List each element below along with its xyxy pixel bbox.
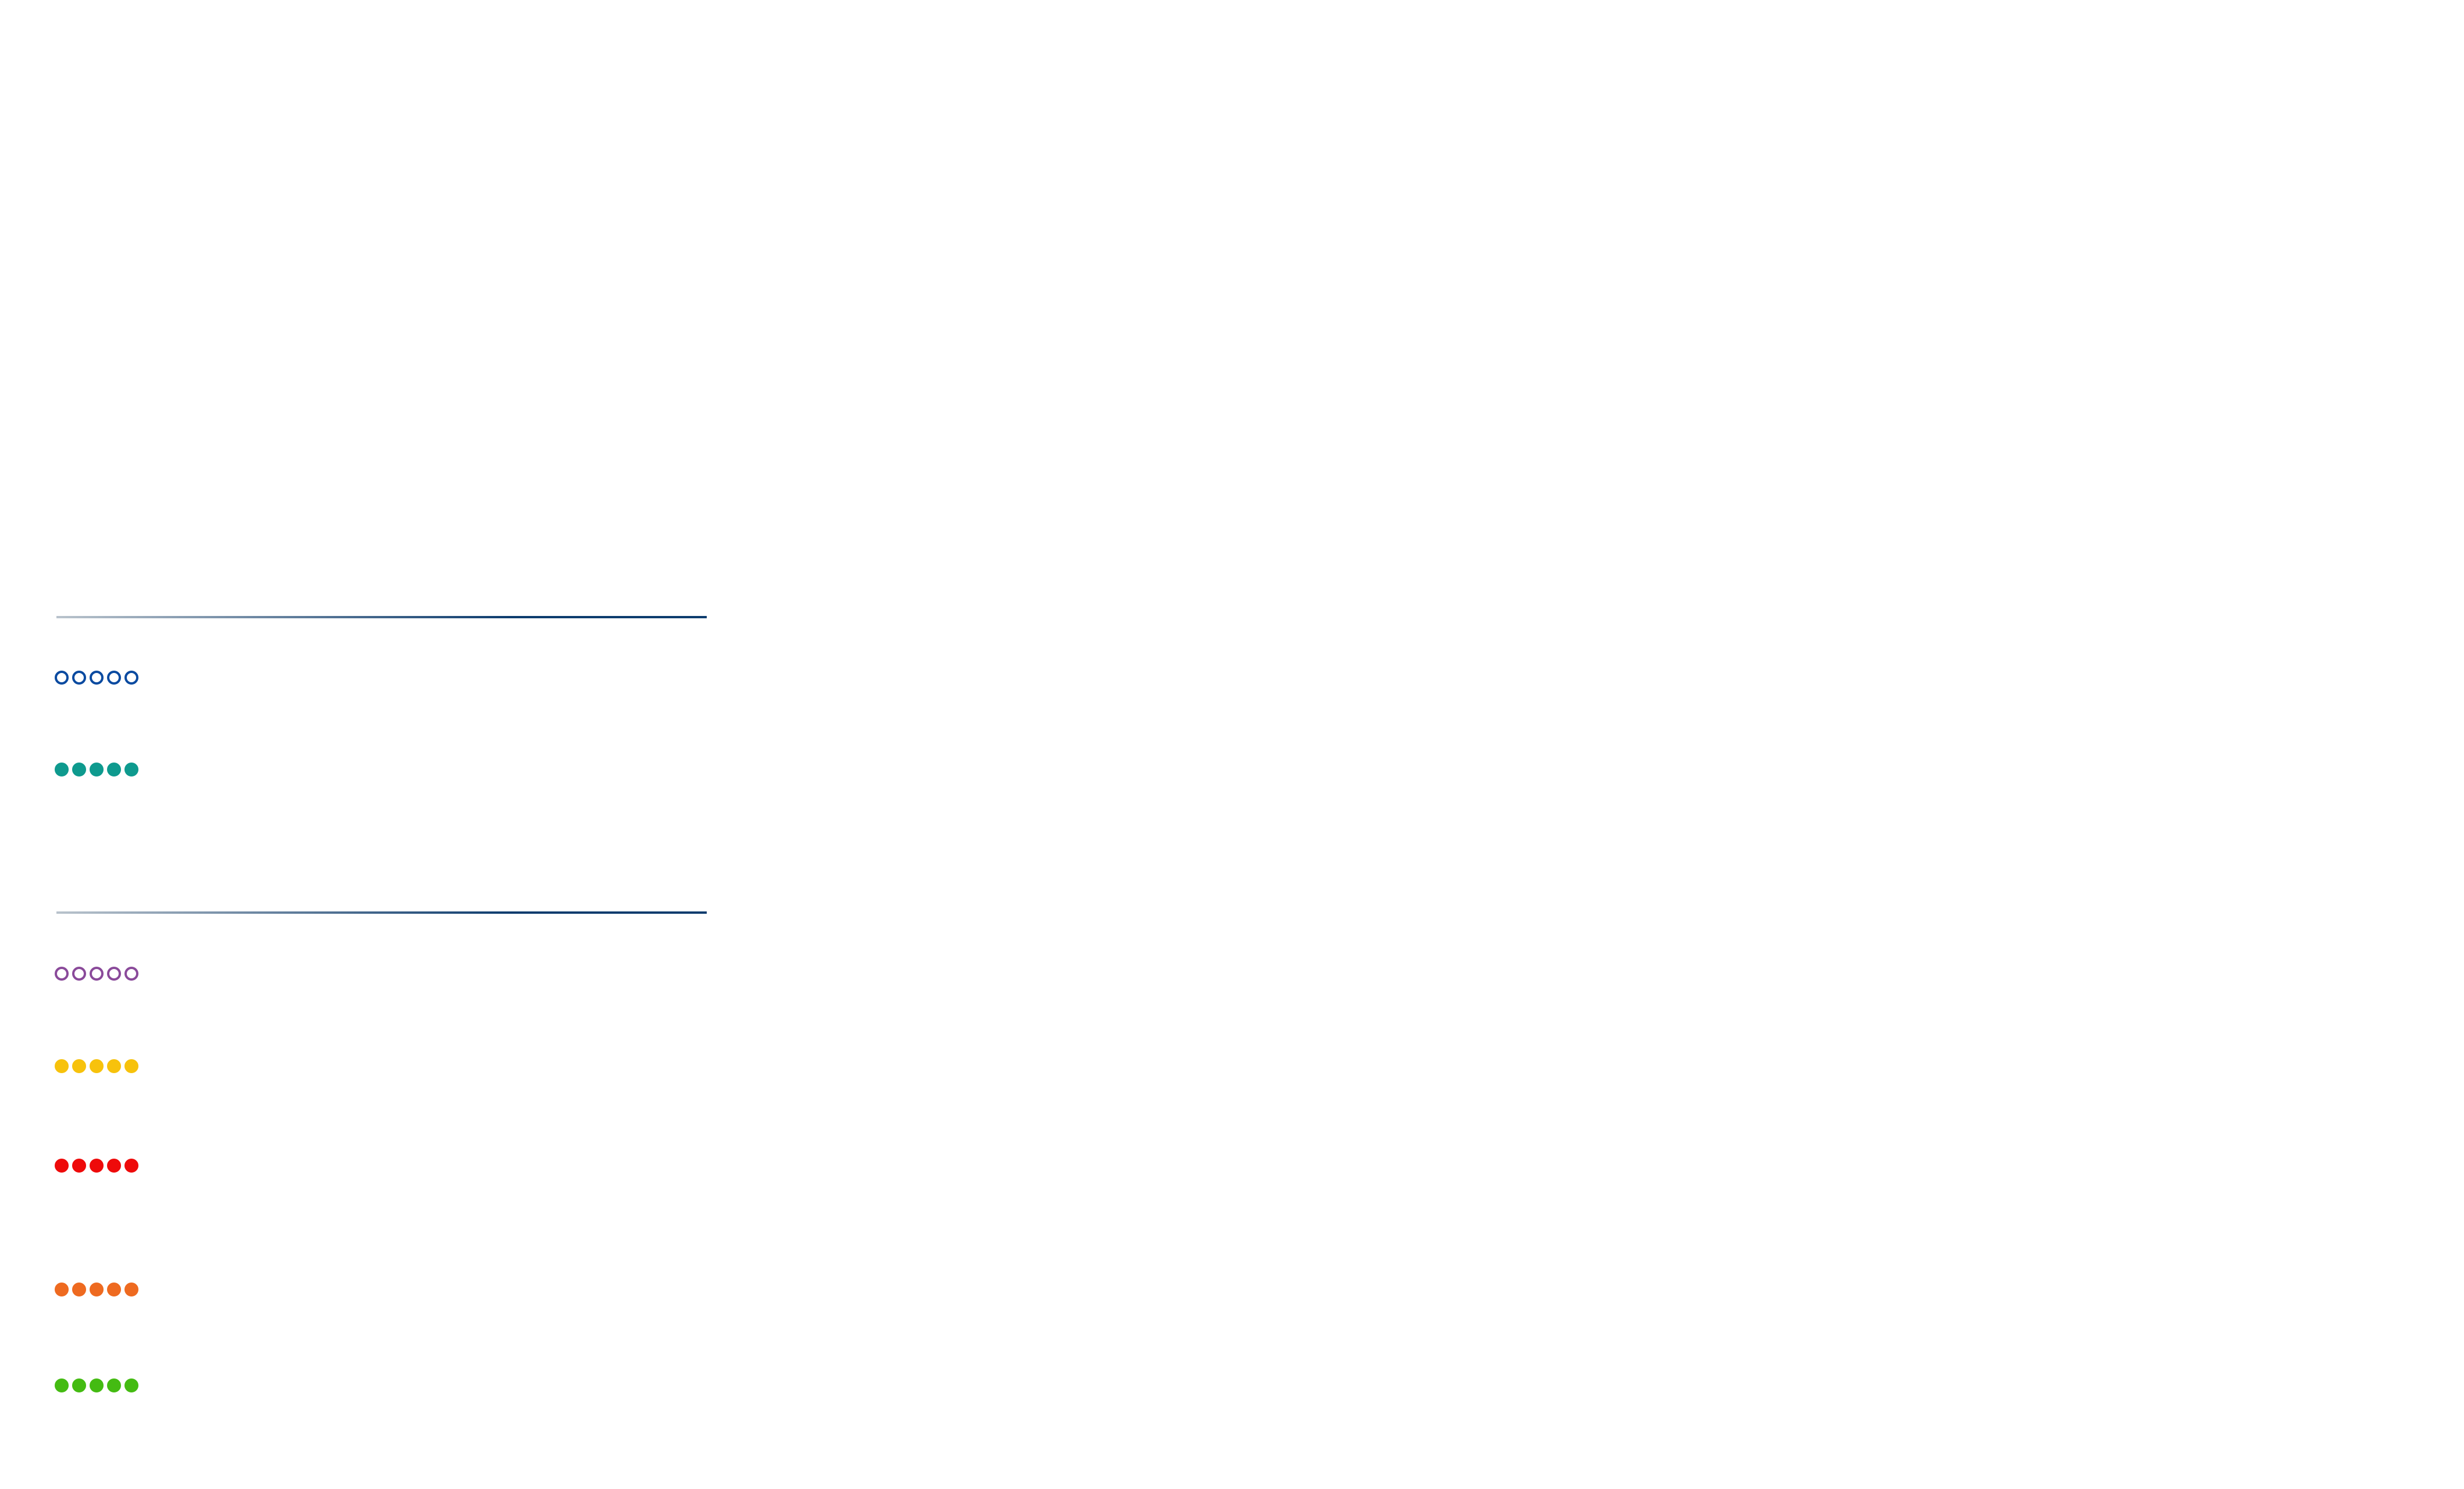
outlined-circle-icon xyxy=(124,671,138,685)
filled-circle-icon xyxy=(55,1059,69,1073)
outlined-circle-icon xyxy=(124,967,138,981)
circle-rating-row xyxy=(55,1281,138,1298)
filled-circle-icon xyxy=(90,1159,104,1173)
filled-circle-icon xyxy=(107,1283,121,1296)
outlined-circle-icon xyxy=(72,967,86,981)
filled-circle-icon xyxy=(72,1159,86,1173)
filled-circle-icon xyxy=(55,1159,69,1173)
filled-circle-icon xyxy=(90,763,104,776)
filled-circle-icon xyxy=(107,1059,121,1073)
outlined-circle-icon xyxy=(72,671,86,685)
filled-circle-icon xyxy=(107,763,121,776)
filled-circle-icon xyxy=(55,763,69,776)
filled-circle-icon xyxy=(90,1283,104,1296)
outlined-circle-icon xyxy=(90,967,104,981)
filled-circle-icon xyxy=(124,1283,138,1296)
circle-rating-row xyxy=(55,761,138,778)
filled-circle-icon xyxy=(90,1378,104,1392)
filled-circle-icon xyxy=(124,1059,138,1073)
outlined-circle-icon xyxy=(107,967,121,981)
circle-rating-row xyxy=(55,965,138,982)
outlined-circle-icon xyxy=(55,967,69,981)
filled-circle-icon xyxy=(72,1378,86,1392)
filled-circle-icon xyxy=(72,1283,86,1296)
filled-circle-icon xyxy=(124,1378,138,1392)
filled-circle-icon xyxy=(55,1378,69,1392)
filled-circle-icon xyxy=(72,763,86,776)
section-divider xyxy=(56,616,707,618)
circle-rating-row xyxy=(55,1377,138,1394)
filled-circle-icon xyxy=(124,1159,138,1173)
outlined-circle-icon xyxy=(90,671,104,685)
filled-circle-icon xyxy=(107,1159,121,1173)
outlined-circle-icon xyxy=(55,671,69,685)
circle-rating-row xyxy=(55,1057,138,1075)
outlined-circle-icon xyxy=(107,671,121,685)
filled-circle-icon xyxy=(72,1059,86,1073)
circle-rating-row xyxy=(55,669,138,686)
filled-circle-icon xyxy=(90,1059,104,1073)
section-divider xyxy=(56,911,707,914)
circle-rating-row xyxy=(55,1157,138,1174)
filled-circle-icon xyxy=(124,763,138,776)
filled-circle-icon xyxy=(55,1283,69,1296)
filled-circle-icon xyxy=(107,1378,121,1392)
